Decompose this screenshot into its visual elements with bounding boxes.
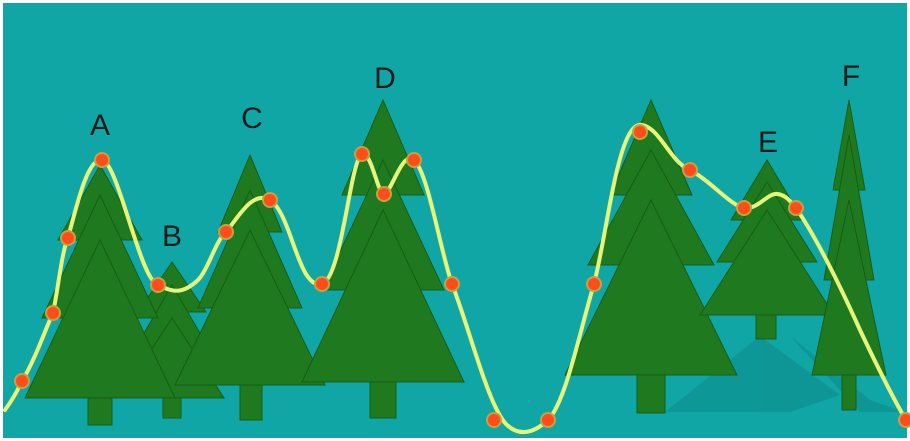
control-point xyxy=(94,152,110,168)
tree-d xyxy=(301,98,465,419)
control-point xyxy=(632,124,648,140)
control-point xyxy=(14,373,30,389)
label-d: D xyxy=(374,62,396,95)
control-point xyxy=(736,200,752,216)
control-points xyxy=(14,124,910,428)
label-f: F xyxy=(842,60,860,93)
control-point xyxy=(486,412,502,428)
control-point xyxy=(898,412,910,428)
control-point xyxy=(682,162,698,178)
control-point xyxy=(540,412,556,428)
control-point xyxy=(586,276,602,292)
control-point xyxy=(60,230,76,246)
tree-e-large xyxy=(564,98,738,414)
tree-a xyxy=(24,163,176,426)
label-e: E xyxy=(758,126,778,159)
tree-f xyxy=(811,99,887,411)
control-point xyxy=(150,277,166,293)
label-c: C xyxy=(241,102,263,135)
control-point xyxy=(45,305,61,321)
control-point xyxy=(262,192,278,208)
control-point xyxy=(376,186,392,202)
control-point xyxy=(444,276,460,292)
tree-c xyxy=(174,153,326,421)
label-b: B xyxy=(162,220,182,253)
control-point xyxy=(788,200,804,216)
control-point xyxy=(406,152,422,168)
control-point xyxy=(218,224,234,240)
control-point xyxy=(314,276,330,292)
control-point xyxy=(354,146,370,162)
label-a: A xyxy=(90,109,110,142)
